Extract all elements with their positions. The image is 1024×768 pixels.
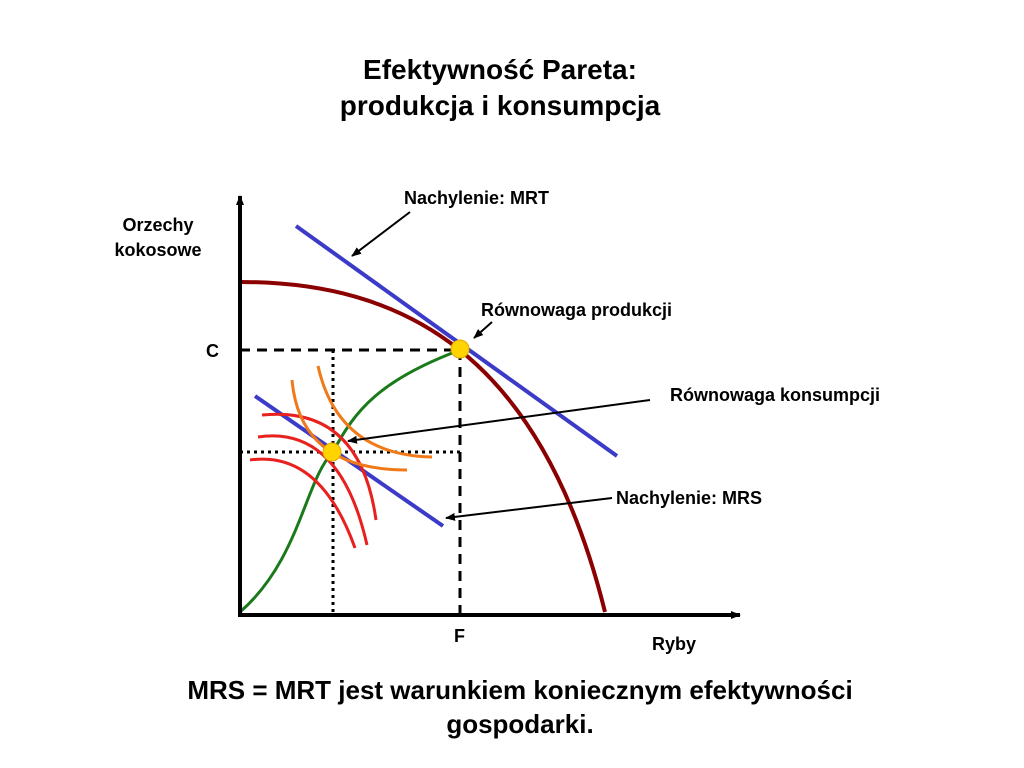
contract-curve	[239, 348, 461, 614]
annotation-slope-mrs: Nachylenie: MRS	[616, 488, 763, 508]
slide-title: Efektywność Pareta: produkcja i konsumpc…	[0, 52, 1000, 124]
indifference-curve-red-2	[261, 412, 378, 521]
annotation-consumption-equilibrium: Równowaga konsumpcji	[670, 385, 881, 405]
y-axis-label: Orzechy kokosowe	[108, 213, 208, 263]
annotation-slope-mrt: Nachylenie: MRT	[404, 188, 550, 208]
y-axis-label-line-1: Orzechy	[122, 215, 194, 235]
x-tick-f: F	[454, 626, 465, 646]
consumption-equilibrium-point	[322, 442, 342, 462]
y-axis-label-line-2: kokosowe	[114, 240, 202, 260]
arrow-consumption-equilibrium	[347, 399, 651, 444]
title-line-1: Efektywność Pareta:	[363, 54, 637, 85]
x-axis-label: Ryby	[652, 634, 697, 654]
y-tick-c: C	[206, 341, 219, 361]
production-equilibrium-point	[450, 339, 470, 359]
arrow-production-equilibrium	[473, 321, 493, 339]
arrow-slope-mrt	[351, 211, 411, 257]
indifference-curve-red-3	[249, 457, 357, 549]
annotation-production-equilibrium: Równowaga produkcji	[481, 300, 673, 320]
production-possibility-frontier	[239, 280, 607, 613]
footer-line-1: MRS = MRT jest warunkiem koniecznym efek…	[187, 675, 853, 705]
title-line-2: produkcja i konsumpcja	[339, 90, 661, 121]
indifference-curve-orange-2	[316, 365, 433, 459]
arrow-slope-mrs	[445, 497, 613, 521]
footer-statement: MRS = MRT jest warunkiem koniecznym efek…	[0, 673, 1024, 741]
footer-line-2: gospodarki.	[446, 709, 594, 739]
